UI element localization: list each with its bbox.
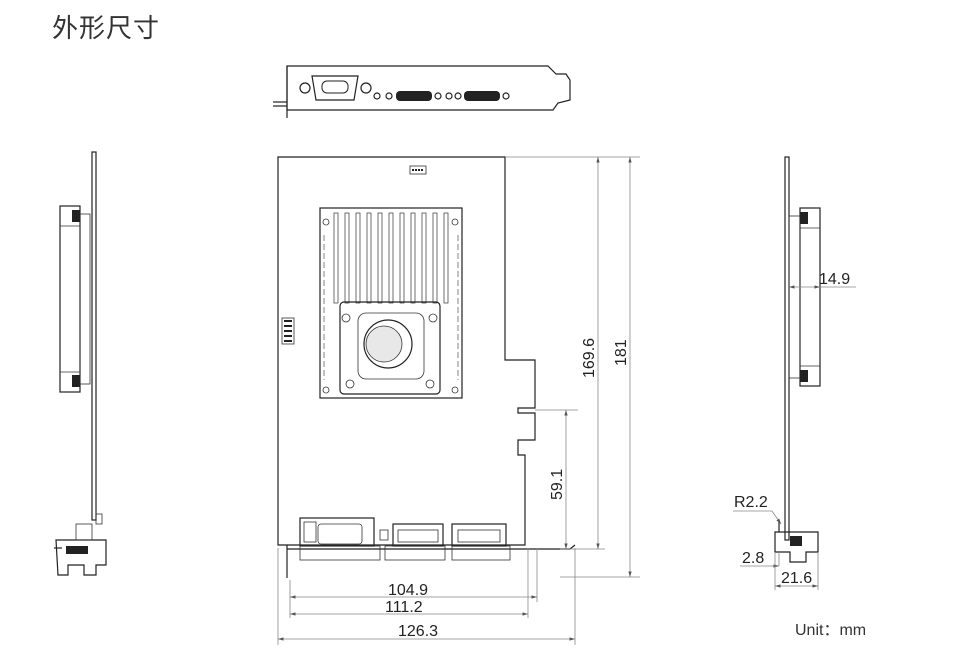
dim-14-9: 14.9 bbox=[819, 271, 850, 288]
io-connectors bbox=[299, 517, 507, 547]
dim-181: 181 bbox=[613, 339, 630, 366]
dim-r2-2: R2.2 bbox=[734, 494, 768, 511]
dim-2-8: 2.8 bbox=[742, 550, 764, 567]
front-dimensions: 104.9 111.2 126.3 169.6 181 59.1 bbox=[277, 156, 640, 645]
board-left-side-view bbox=[54, 151, 107, 576]
dim-169-6: 169.6 bbox=[581, 338, 598, 378]
heatsink bbox=[319, 207, 463, 399]
dim-111-2: 111.2 bbox=[385, 599, 423, 616]
unit-label: Unit：mm bbox=[795, 622, 867, 639]
dim-126-3: 126.3 bbox=[398, 623, 438, 640]
dim-59-1: 59.1 bbox=[549, 469, 566, 500]
dim-21-6: 21.6 bbox=[781, 570, 812, 587]
pin-header bbox=[281, 317, 295, 345]
db9-connector-top bbox=[299, 75, 372, 101]
board-front-view bbox=[277, 156, 576, 578]
bracket-top-view bbox=[273, 65, 571, 118]
dim-104-9: 104.9 bbox=[388, 582, 428, 599]
board-right-side-view: 14.9 R2.2 2.8 21.6 bbox=[733, 156, 856, 590]
page-title: 外形尺寸 bbox=[52, 14, 161, 44]
